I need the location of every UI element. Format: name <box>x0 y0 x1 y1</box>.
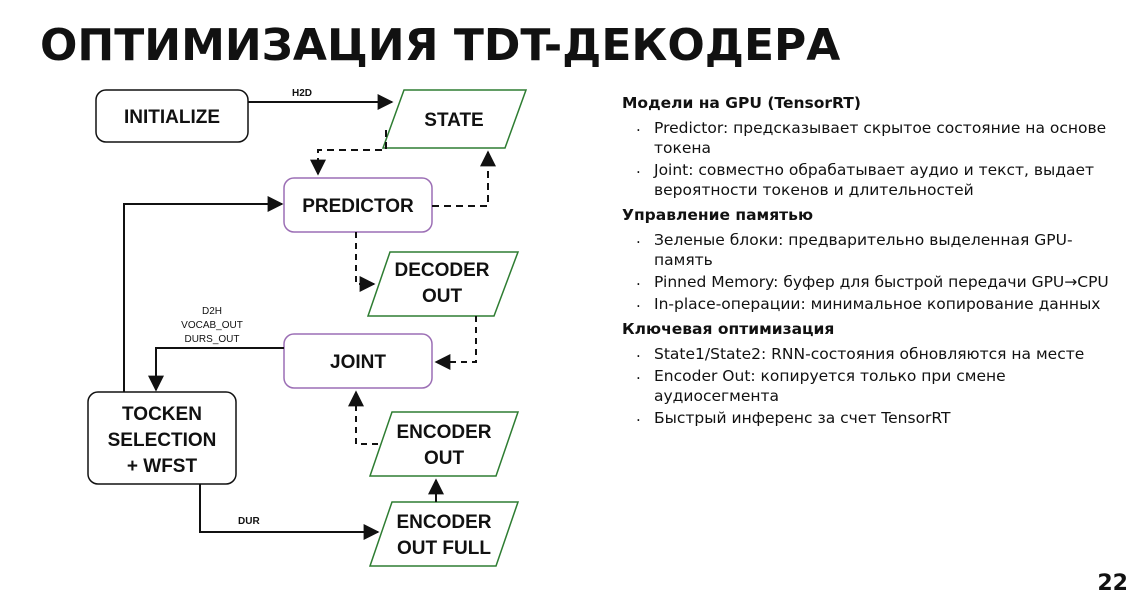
edge-encoder-out-to-joint <box>348 390 378 445</box>
initialize-label: INITIALIZE <box>124 107 220 128</box>
list-item: Predictor: предсказывает скрытое состоян… <box>622 116 1127 158</box>
list-item: Зеленые блоки: предварительно выделенная… <box>622 228 1127 270</box>
edge-token-selection-to-predictor <box>123 196 284 392</box>
memory-management-list: Зеленые блоки: предварительно выделенная… <box>622 228 1127 314</box>
state-label: STATE <box>424 110 483 131</box>
list-item: Joint: совместно обрабатывает аудио и те… <box>622 158 1127 200</box>
token-selection-line3: + WFST <box>127 456 198 477</box>
joint-node: JOINT <box>283 333 433 389</box>
gpu-models-list: Predictor: предсказывает скрытое состоян… <box>622 116 1127 200</box>
edge-decoder-out-to-joint <box>434 316 477 370</box>
edge-label-durs-out: DURS_OUT <box>184 334 239 345</box>
list-item: In-place-операции: минимальное копирован… <box>622 292 1127 314</box>
edge-predictor-to-decoder-out <box>355 232 376 292</box>
edge-token-selection-to-encoder-out-full <box>199 484 380 540</box>
key-optimization-list: State1/State2: RNN-состояния обновляются… <box>622 342 1127 428</box>
list-item: Pinned Memory: буфер для быстрой передач… <box>622 270 1127 292</box>
edge-predictor-to-state <box>432 150 496 207</box>
initialize-node: INITIALIZE <box>95 89 249 143</box>
section-title-key-optimization: Ключевая оптимизация <box>622 320 835 338</box>
encoder-out-full-label-line1: ENCODER <box>396 512 491 533</box>
edge-label-d2h: D2H <box>202 306 222 317</box>
decoder-out-node: DECODER OUT <box>366 251 520 317</box>
edge-label-h2d: H2D <box>292 88 312 99</box>
encoder-out-node: ENCODER OUT <box>368 411 520 477</box>
token-selection-line1: TOCKEN <box>122 404 202 425</box>
section-title-gpu-models: Модели на GPU (TensorRT) <box>622 94 861 112</box>
state-node: STATE <box>381 89 528 149</box>
edge-label-dur: DUR <box>238 516 260 527</box>
section-key-optimization: Ключевая оптимизация State1/State2: RNN-… <box>622 320 1127 428</box>
section-memory-management: Управление памятью Зеленые блоки: предва… <box>622 206 1127 314</box>
section-gpu-models: Модели на GPU (TensorRT) Predictor: пред… <box>622 94 1127 200</box>
section-title-memory-management: Управление памятью <box>622 206 814 224</box>
predictor-node: PREDICTOR <box>283 177 433 233</box>
tdt-decoder-flow-diagram: INITIALIZE STATE PREDICTOR DECODER OUT J… <box>87 88 528 567</box>
edge-label-vocab-out: VOCAB_OUT <box>181 320 243 331</box>
list-item: State1/State2: RNN-состояния обновляются… <box>622 342 1127 364</box>
decoder-out-label-line2: OUT <box>422 286 463 307</box>
joint-label: JOINT <box>330 352 386 373</box>
list-item: Encoder Out: копируется только при смене… <box>622 364 1127 406</box>
page-number: 22 <box>1097 571 1128 596</box>
encoder-out-full-node: ENCODER OUT FULL <box>368 501 520 567</box>
encoder-out-label-line2: OUT <box>424 448 465 469</box>
page-title: ОПТИМИЗАЦИЯ TDT-ДЕКОДЕРА <box>40 20 841 71</box>
list-item: Быстрый инференс за счет TensorRT <box>622 406 1127 428</box>
encoder-out-full-label-line2: OUT FULL <box>397 538 491 559</box>
token-selection-line2: SELECTION <box>108 430 217 451</box>
edge-state-to-predictor <box>310 130 387 176</box>
predictor-label: PREDICTOR <box>302 196 414 217</box>
edge-joint-to-token-selection <box>148 347 284 392</box>
encoder-out-label-line1: ENCODER <box>396 422 491 443</box>
info-panel: Модели на GPU (TensorRT) Predictor: пред… <box>622 94 1127 434</box>
decoder-out-label-line1: DECODER <box>394 260 489 281</box>
token-selection-node: TOCKEN SELECTION + WFST <box>87 391 237 485</box>
